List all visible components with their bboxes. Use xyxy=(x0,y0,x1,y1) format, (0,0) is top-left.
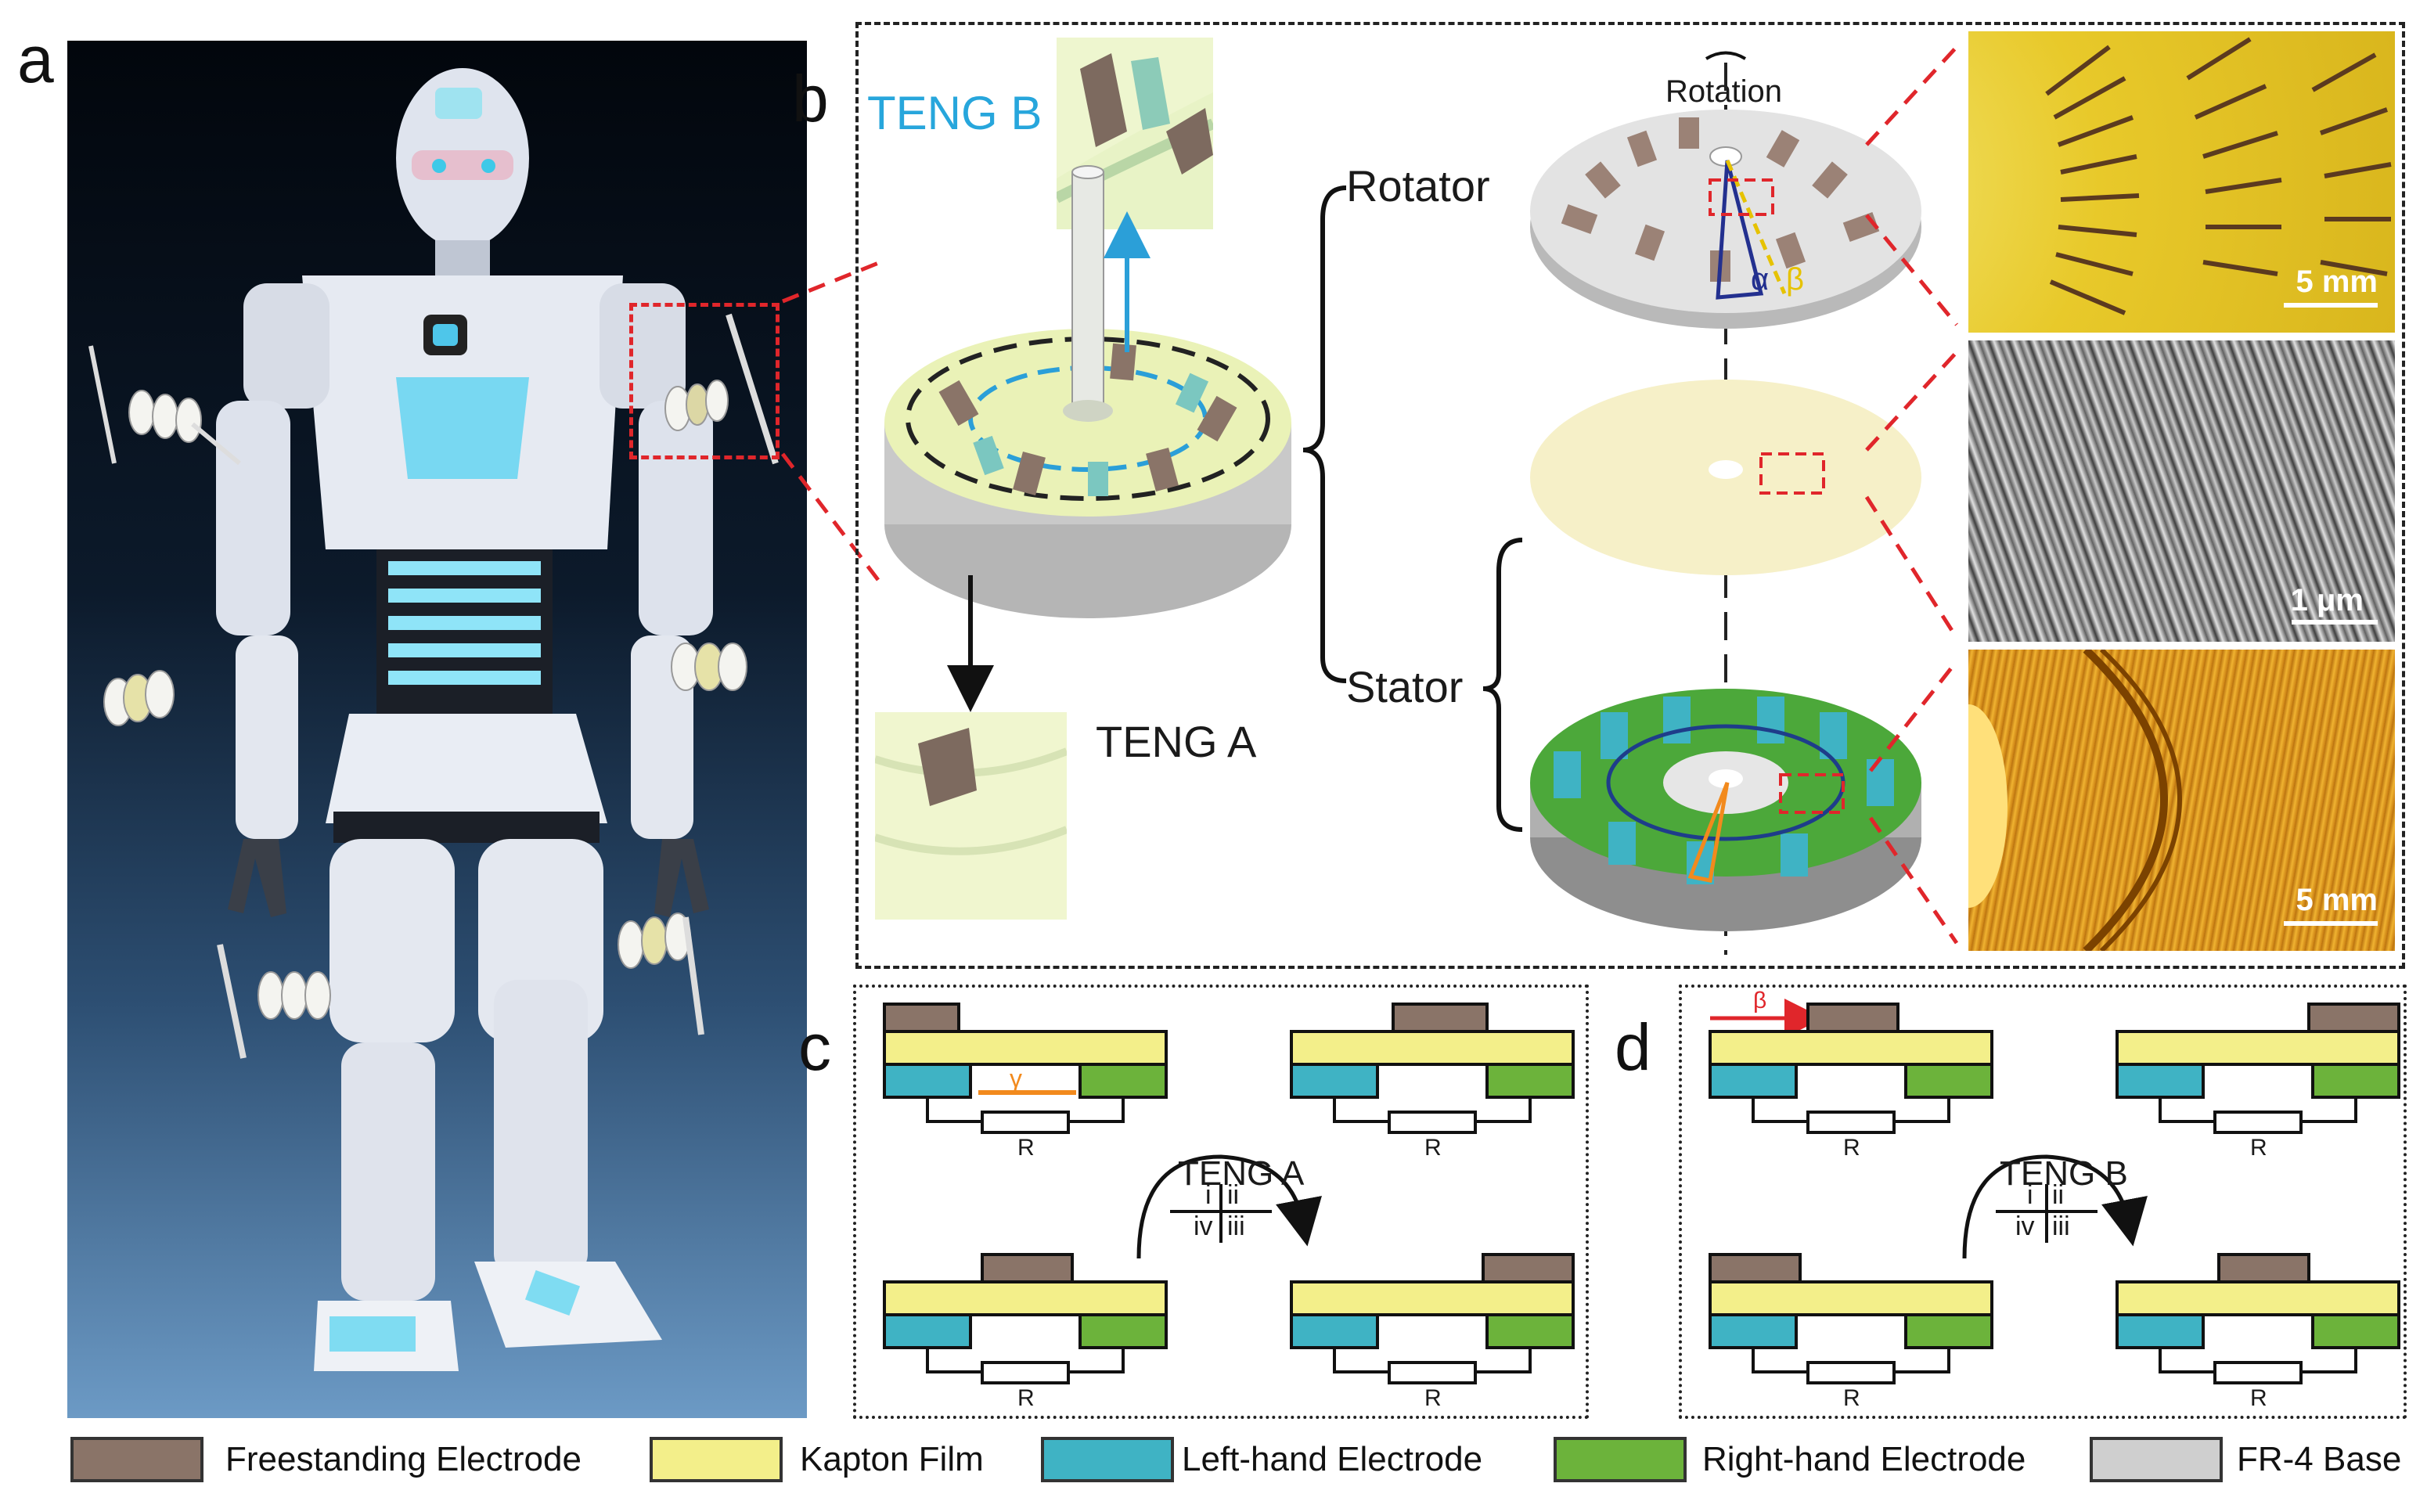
quad-c-iv: iv xyxy=(1194,1211,1213,1241)
panel-label-b: b xyxy=(792,62,829,135)
joint-teng-left-shoulder xyxy=(88,345,241,466)
teng-b-label: TENG B xyxy=(867,87,1042,139)
rotator-disc xyxy=(1530,51,1921,329)
rotator-label: Rotator xyxy=(1346,161,1490,211)
quad-d-i: i xyxy=(2027,1180,2033,1210)
rotation-label: Rotation xyxy=(1665,74,1782,109)
quad-d-ii: ii xyxy=(2052,1180,2065,1210)
legend-swatch-0 xyxy=(70,1437,203,1482)
circuit-d-i xyxy=(1709,999,1993,1134)
resistor-label-c-iii: R xyxy=(1424,1385,1442,1411)
legend-label-1: Kapton Film xyxy=(800,1440,984,1478)
scale-bar-stator xyxy=(2284,921,2378,926)
circuit-d-iii xyxy=(2116,1253,2400,1384)
resistor-label-d-ii: R xyxy=(2250,1135,2267,1161)
circuit-c-ii xyxy=(1290,1003,1575,1134)
legend-swatch-3 xyxy=(1554,1437,1687,1482)
quad-c-i: i xyxy=(1205,1180,1212,1210)
kapton-disc xyxy=(1530,380,1921,575)
panel-label-a: a xyxy=(17,23,54,96)
alpha-symbol: α xyxy=(1751,262,1770,297)
beta-symbol: β xyxy=(1786,262,1805,297)
stator-disc xyxy=(1530,689,1921,931)
assembled-teng-device xyxy=(884,165,1291,618)
panel-label-c: c xyxy=(798,1010,831,1084)
quad-c-iii: iii xyxy=(1227,1211,1245,1241)
circuit-d-iv xyxy=(1709,1253,1993,1384)
resistor-label-d-i: R xyxy=(1843,1135,1860,1161)
scale-label-kapton: 1 μm xyxy=(2290,583,2364,617)
quad-d-iv: iv xyxy=(2015,1211,2035,1241)
teng-a-label: TENG A xyxy=(1096,717,1257,766)
legend-swatch-4 xyxy=(2090,1437,2223,1482)
circuit-d-ii xyxy=(2116,1003,2400,1134)
circuit-c-iv xyxy=(883,1253,1168,1384)
joint-teng-left-elbow xyxy=(103,670,175,726)
circuit-c-i xyxy=(883,1003,1168,1134)
micrograph-rotator: 5 mm xyxy=(1968,31,2395,333)
legend-label-4: FR-4 Base xyxy=(2237,1440,2402,1478)
scale-label-stator: 5 mm xyxy=(2296,883,2378,917)
legend-label-0: Freestanding Electrode xyxy=(225,1440,582,1478)
legend-swatch-1 xyxy=(650,1437,783,1482)
sem-micrograph-kapton: 1 μm xyxy=(1968,340,2395,642)
robot-figure xyxy=(88,68,779,1371)
beta-symbol-d: β xyxy=(1753,988,1767,1013)
panel-d-circuits xyxy=(1709,999,2400,1384)
robot-illustration xyxy=(67,41,807,1418)
resistor-label-c-ii: R xyxy=(1424,1135,1442,1161)
stator-label: Stator xyxy=(1346,662,1464,711)
joint-teng-left-knee xyxy=(217,944,331,1059)
legend-label-2: Left-hand Electrode xyxy=(1182,1440,1483,1478)
teng-a-zoom-inset xyxy=(875,712,1067,920)
panel-c-circuits xyxy=(883,1003,1575,1384)
joint-teng-right-elbow xyxy=(671,643,747,691)
scale-bar-rotator xyxy=(2284,303,2378,308)
panel-d-frame xyxy=(1679,985,2407,1419)
panel-label-d: d xyxy=(1615,1010,1651,1084)
resistor-label-c-iv: R xyxy=(1017,1385,1035,1411)
legend-swatch-2 xyxy=(1041,1437,1174,1482)
zoom-highlight-box xyxy=(629,303,780,459)
legend-label-3: Right-hand Electrode xyxy=(1702,1440,2026,1478)
resistor-label-d-iv: R xyxy=(1843,1385,1860,1411)
circuit-c-iii xyxy=(1290,1253,1575,1384)
quad-c-ii: ii xyxy=(1227,1180,1240,1210)
gamma-symbol: γ xyxy=(1010,1064,1022,1093)
quad-d-iii: iii xyxy=(2052,1211,2070,1241)
scale-label-rotator: 5 mm xyxy=(2296,265,2378,299)
scale-bar-kapton xyxy=(2292,620,2378,625)
joint-teng-right-shoulder xyxy=(664,313,779,465)
joint-teng-right-knee xyxy=(618,913,704,1035)
teng-b-circuit-label: TENG B xyxy=(2000,1154,2128,1193)
micrograph-stator: 5 mm xyxy=(1968,650,2395,951)
resistor-label-c-i: R xyxy=(1017,1135,1035,1161)
teng-a-circuit-label: TENG A xyxy=(1178,1154,1305,1193)
panel-c-frame xyxy=(853,985,1589,1419)
panel-b-frame xyxy=(855,22,2405,969)
resistor-label-d-iii: R xyxy=(2250,1385,2267,1411)
